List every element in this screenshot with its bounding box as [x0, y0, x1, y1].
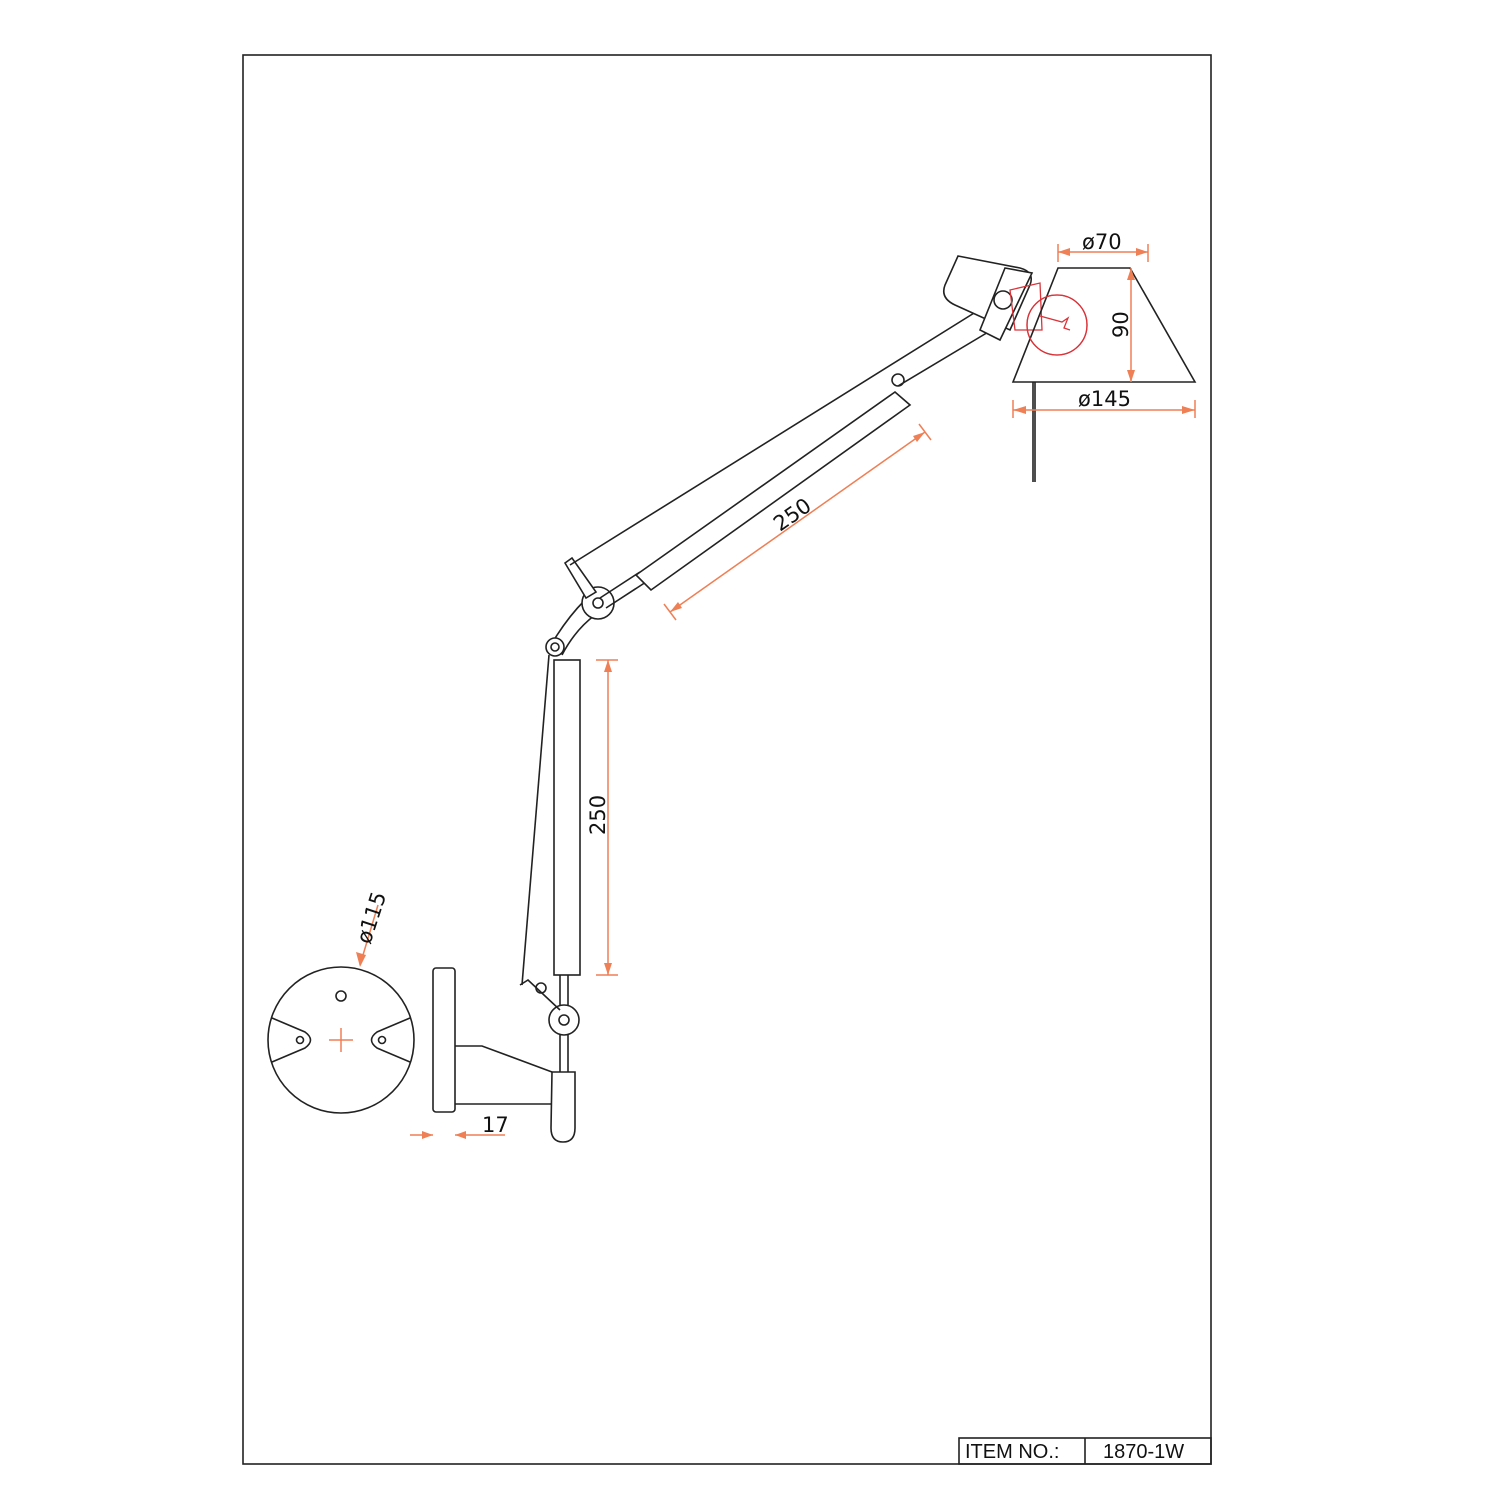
shade-top-diameter-label: ø70 — [1082, 230, 1122, 254]
title-block: ITEM NO.: 1870-1W — [958, 1437, 1212, 1465]
shade-height-label: 90 — [1109, 311, 1133, 338]
wall-bracket-side-view: 17 — [410, 967, 576, 1143]
shade-dimensions: ø70 90 ø145 — [1012, 230, 1196, 418]
lower-arm: 250 — [519, 654, 618, 1072]
elbow-joint — [545, 556, 615, 657]
item-no-value: 1870-1W — [1103, 1441, 1184, 1463]
drawing-border — [242, 54, 1212, 1465]
base-diameter-label: ø115 — [352, 889, 391, 947]
shade-bottom-diameter-label: ø145 — [1078, 387, 1131, 411]
lower-arm-length-label: 250 — [586, 795, 610, 835]
item-no-label: ITEM NO.: — [965, 1441, 1059, 1463]
upper-arm: 250 — [569, 299, 1001, 621]
lamp-head — [942, 255, 1197, 482]
base-depth-label: 17 — [482, 1113, 509, 1137]
wall-plate-front-view: ø115 — [267, 889, 415, 1114]
